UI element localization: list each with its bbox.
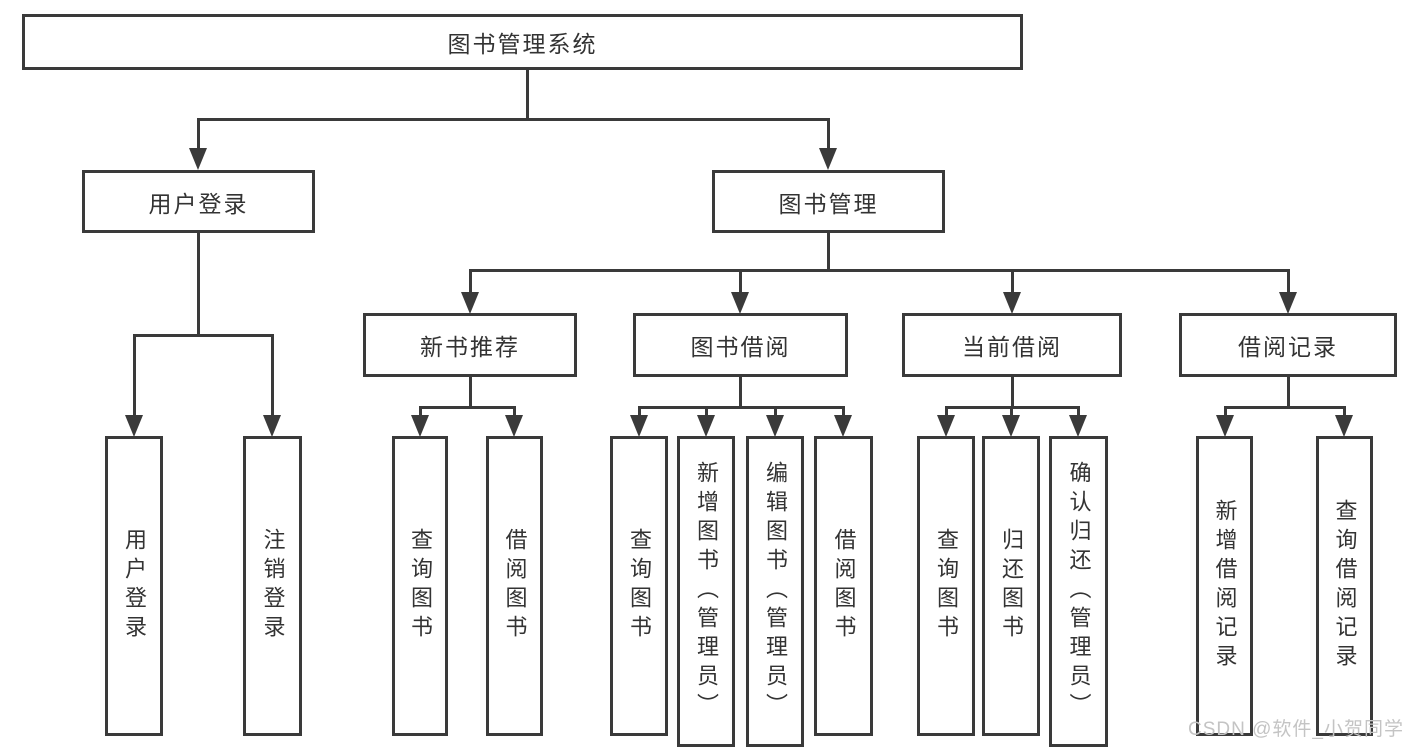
node-user-login-label: 用户登录 bbox=[148, 190, 249, 217]
connector-line bbox=[133, 334, 136, 417]
leaf-query-books-1-label: 查询图书 bbox=[408, 528, 433, 644]
node-new-book-recommend-label: 新书推荐 bbox=[420, 334, 520, 360]
node-book-management: 图书管理 bbox=[712, 170, 945, 233]
connector-line bbox=[1287, 269, 1290, 294]
leaf-confirm-return-admin-label: 确认归还（管理员） bbox=[1066, 461, 1092, 722]
node-new-book-recommend: 新书推荐 bbox=[363, 313, 577, 377]
arrowhead-down-icon bbox=[630, 415, 648, 437]
connector-line bbox=[827, 118, 830, 150]
leaf-query-books-1: 查询图书 bbox=[392, 436, 448, 736]
leaf-logout: 注销登录 bbox=[243, 436, 302, 736]
connector-line bbox=[197, 232, 200, 336]
connector-line bbox=[469, 376, 472, 408]
arrowhead-down-icon bbox=[1002, 415, 1020, 437]
leaf-edit-book-admin-label: 编辑图书（管理员） bbox=[763, 461, 788, 722]
connector-line bbox=[133, 334, 274, 337]
node-current-borrow-label: 当前借阅 bbox=[962, 334, 1062, 360]
node-root: 图书管理系统 bbox=[22, 14, 1023, 70]
arrowhead-down-icon bbox=[1216, 415, 1234, 437]
arrowhead-down-icon bbox=[1003, 292, 1021, 314]
leaf-query-books-2: 查询图书 bbox=[610, 436, 668, 736]
arrowhead-down-icon bbox=[731, 292, 749, 314]
node-current-borrow: 当前借阅 bbox=[902, 313, 1122, 377]
leaf-add-borrow-record-label: 新增借阅记录 bbox=[1212, 499, 1238, 673]
connector-line bbox=[1077, 406, 1080, 417]
connector-line bbox=[739, 269, 742, 294]
connector-line bbox=[1010, 406, 1013, 417]
leaf-user-login: 用户登录 bbox=[105, 436, 163, 736]
connector-line bbox=[1011, 376, 1014, 408]
connector-line bbox=[1287, 376, 1290, 408]
leaf-query-books-3-label: 查询图书 bbox=[934, 528, 959, 644]
arrowhead-down-icon bbox=[1335, 415, 1353, 437]
arrowhead-down-icon bbox=[834, 415, 852, 437]
leaf-add-book-admin-label: 新增图书（管理员） bbox=[694, 461, 719, 722]
leaf-return-book-label: 归还图书 bbox=[999, 528, 1024, 644]
leaf-borrow-books-2: 借阅图书 bbox=[814, 436, 873, 736]
leaf-return-book: 归还图书 bbox=[982, 436, 1040, 736]
connector-line bbox=[419, 406, 422, 417]
connector-line bbox=[469, 269, 472, 294]
leaf-add-borrow-record: 新增借阅记录 bbox=[1196, 436, 1253, 736]
leaf-query-books-3: 查询图书 bbox=[917, 436, 975, 736]
connector-line bbox=[827, 232, 830, 271]
leaf-user-login-label: 用户登录 bbox=[122, 528, 147, 644]
connector-line bbox=[469, 269, 1289, 272]
arrowhead-down-icon bbox=[766, 415, 784, 437]
connector-line bbox=[638, 406, 641, 417]
connector-line bbox=[842, 406, 845, 417]
connector-line bbox=[705, 406, 708, 417]
connector-line bbox=[197, 118, 200, 150]
connector-line bbox=[271, 334, 274, 417]
leaf-query-borrow-record: 查询借阅记录 bbox=[1316, 436, 1373, 736]
node-book-management-label: 图书管理 bbox=[778, 190, 879, 217]
arrowhead-down-icon bbox=[461, 292, 479, 314]
arrowhead-down-icon bbox=[937, 415, 955, 437]
arrowhead-down-icon bbox=[1069, 415, 1087, 437]
connector-line bbox=[774, 406, 777, 417]
node-borrow-records-label: 借阅记录 bbox=[1238, 334, 1338, 360]
arrowhead-down-icon bbox=[411, 415, 429, 437]
leaf-edit-book-admin: 编辑图书（管理员） bbox=[746, 436, 804, 747]
node-root-label: 图书管理系统 bbox=[447, 31, 598, 57]
leaf-query-borrow-record-label: 查询借阅记录 bbox=[1332, 499, 1358, 673]
node-book-borrow-label: 图书借阅 bbox=[690, 334, 791, 360]
connector-line bbox=[638, 406, 845, 409]
connector-line bbox=[526, 68, 529, 121]
arrowhead-down-icon bbox=[189, 148, 207, 170]
connector-line bbox=[513, 406, 516, 417]
connector-line bbox=[1011, 269, 1014, 294]
arrowhead-down-icon bbox=[505, 415, 523, 437]
connector-line bbox=[1343, 406, 1346, 417]
connector-line bbox=[739, 376, 742, 408]
connector-line bbox=[1224, 406, 1346, 409]
arrowhead-down-icon bbox=[819, 148, 837, 170]
leaf-add-book-admin: 新增图书（管理员） bbox=[677, 436, 735, 747]
leaf-confirm-return-admin: 确认归还（管理员） bbox=[1049, 436, 1108, 747]
leaf-logout-label: 注销登录 bbox=[260, 528, 286, 644]
leaf-borrow-books-1-label: 借阅图书 bbox=[502, 528, 528, 644]
leaf-borrow-books-1: 借阅图书 bbox=[486, 436, 543, 736]
node-user-login: 用户登录 bbox=[82, 170, 315, 233]
arrowhead-down-icon bbox=[125, 415, 143, 437]
connector-line bbox=[1224, 406, 1227, 417]
leaf-borrow-books-2-label: 借阅图书 bbox=[831, 528, 857, 644]
csdn-watermark: CSDN @软件_小贺同学 bbox=[1188, 719, 1404, 740]
leaf-query-books-2-label: 查询图书 bbox=[627, 528, 652, 644]
node-book-borrow: 图书借阅 bbox=[633, 313, 848, 377]
arrowhead-down-icon bbox=[263, 415, 281, 437]
arrowhead-down-icon bbox=[697, 415, 715, 437]
connector-line bbox=[419, 406, 516, 409]
node-borrow-records: 借阅记录 bbox=[1179, 313, 1397, 377]
connector-line bbox=[197, 118, 830, 121]
connector-line bbox=[945, 406, 948, 417]
arrowhead-down-icon bbox=[1279, 292, 1297, 314]
